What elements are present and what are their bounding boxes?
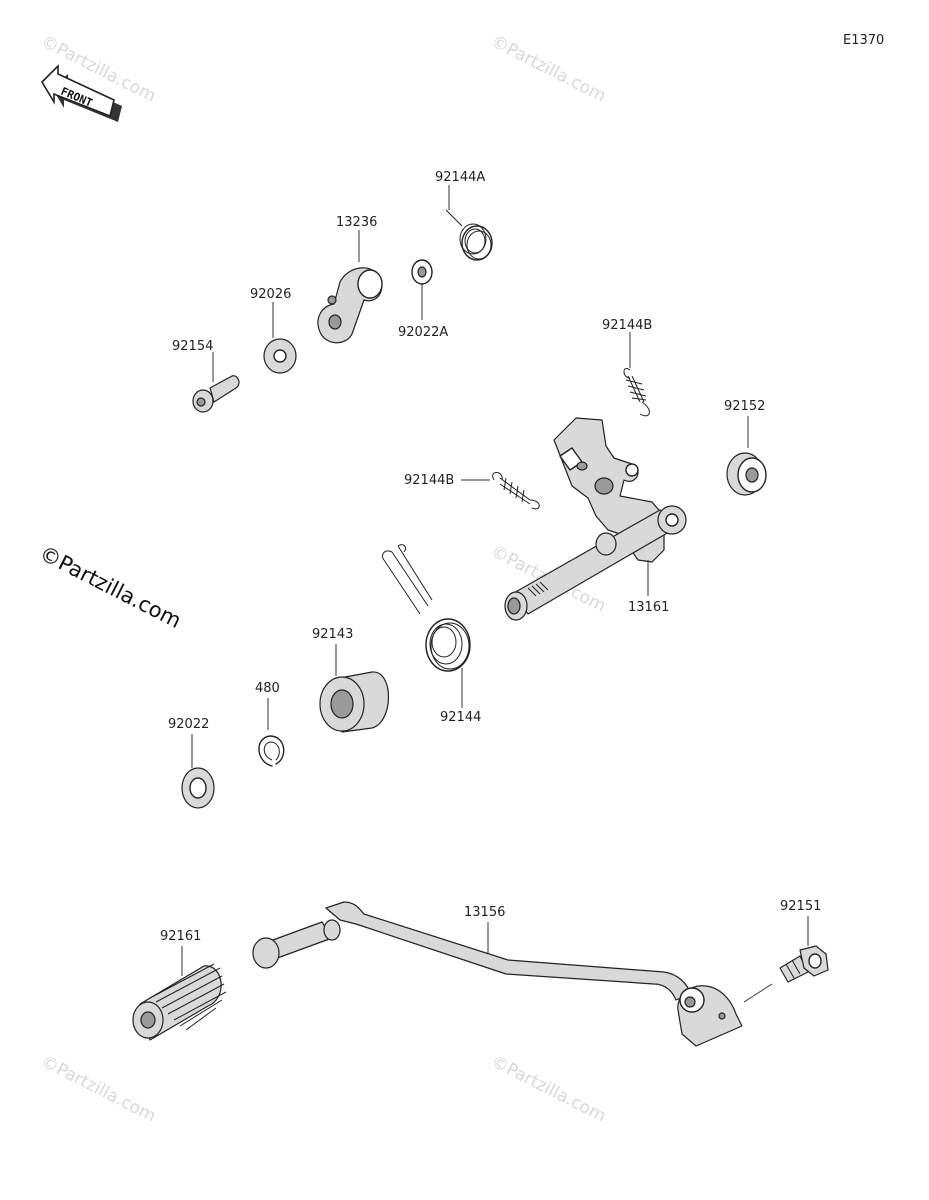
arm-13236 xyxy=(317,267,383,344)
part-label: 92151 xyxy=(780,899,821,914)
watermark-text: ©Partzilla.com xyxy=(38,1052,159,1127)
rubber-92161 xyxy=(132,963,227,1041)
part-label: 92144B xyxy=(602,318,652,333)
bushing-92143 xyxy=(319,671,390,733)
bushing-92152 xyxy=(726,452,767,496)
part-label: 480 xyxy=(255,681,280,696)
spring-92144 xyxy=(381,544,471,672)
part-label: 92026 xyxy=(250,287,291,302)
shift-shaft-13161 xyxy=(504,417,687,621)
part-label: 92144B xyxy=(404,473,454,488)
spring-92144b-mid xyxy=(492,472,540,510)
part-label: 13161 xyxy=(628,600,669,615)
watermark-text: ©Partzilla.com xyxy=(36,541,185,633)
part-label: 13236 xyxy=(336,215,377,230)
part-label: 92022 xyxy=(168,717,209,732)
part-label: 92152 xyxy=(724,399,765,414)
bolt-92154 xyxy=(192,375,240,413)
spring-92144b-top xyxy=(623,368,650,417)
part-label: 13156 xyxy=(464,905,505,920)
shift-pedal-13156 xyxy=(252,901,743,1047)
part-label: 92022A xyxy=(398,325,448,340)
diagram-code: E1370 xyxy=(843,33,884,48)
watermark-text: ©Partzilla.com xyxy=(488,1052,609,1127)
part-label: 92143 xyxy=(312,627,353,642)
spring-92144a xyxy=(445,185,493,261)
part-label: 92154 xyxy=(172,339,213,354)
bolt-92151 xyxy=(779,945,829,983)
part-label: 92144 xyxy=(440,710,481,725)
part-label: 92161 xyxy=(160,929,201,944)
watermark-text: ©Partzilla.com xyxy=(488,32,609,107)
circlip-480 xyxy=(258,735,285,767)
part-label: 92144A xyxy=(435,170,485,185)
